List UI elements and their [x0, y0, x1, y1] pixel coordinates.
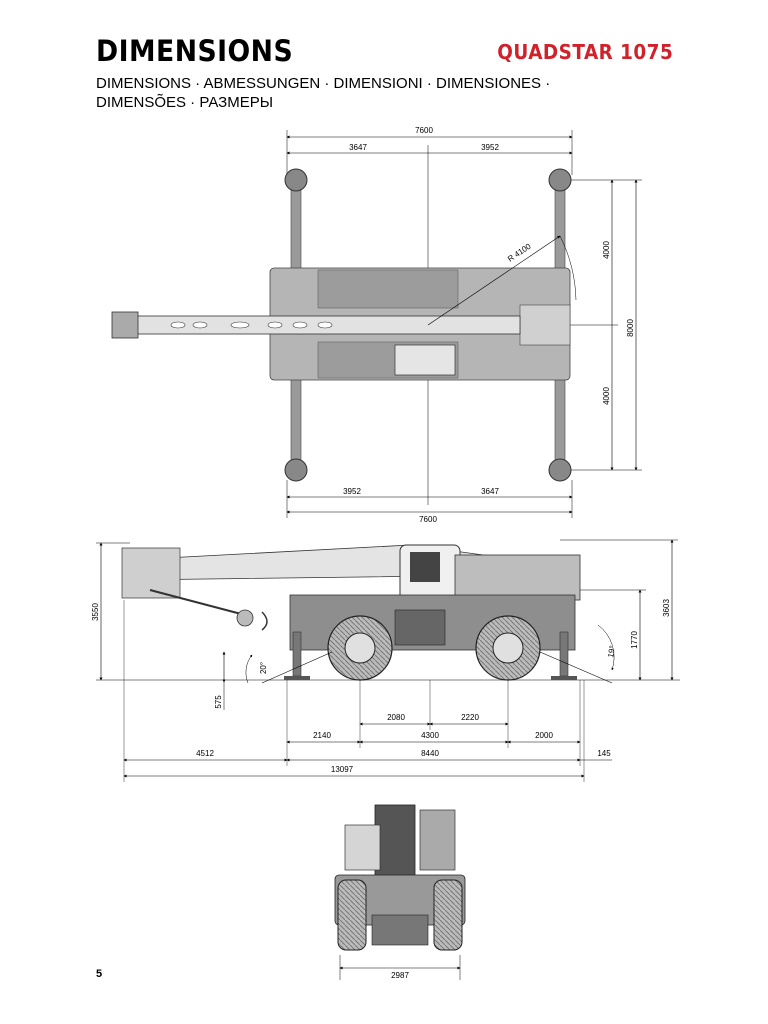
dim-bottom-right: 3647: [481, 487, 499, 496]
dim-angle-front: 20°: [259, 662, 268, 674]
dim-8440: 8440: [421, 749, 439, 758]
dim-front-width: 2987: [391, 971, 409, 980]
dim-2000: 2000: [535, 731, 553, 740]
dim-total-length: 13097: [331, 765, 354, 774]
dim-radius: R 4100: [506, 241, 533, 263]
dim-side-height-right: 3603: [662, 599, 671, 617]
dim-total-height: 8000: [626, 319, 635, 337]
model-name: QUADSTAR 1075: [497, 40, 673, 64]
dim-half-lower: 4000: [602, 387, 611, 405]
dim-top-total: 7600: [415, 126, 433, 135]
dim-145: 145: [597, 749, 611, 758]
dim-bottom-total: 7600: [419, 515, 437, 524]
dim-side-height-left: 3550: [91, 603, 100, 621]
dim-top-left: 3647: [349, 143, 367, 152]
dim-4512: 4512: [196, 749, 214, 758]
page-title: DIMENSIONS: [96, 34, 294, 68]
dim-half-upper: 4000: [602, 241, 611, 259]
dim-bottom-left: 3952: [343, 487, 361, 496]
dim-2140: 2140: [313, 731, 331, 740]
side-view: 3550 3603 1770 20°: [91, 539, 680, 782]
dim-2080: 2080: [387, 713, 405, 722]
top-view: 7600 3647 3952 4000 4000 8000: [111, 126, 642, 524]
dim-rear-height: 1770: [630, 631, 639, 649]
page-subtitle: DIMENSIONS · ABMESSUNGEN · DIMENSIONI · …: [96, 75, 551, 111]
dim-angle-rear: 19°: [606, 645, 617, 658]
page-number: 5: [96, 968, 103, 980]
front-view: 2987: [334, 804, 466, 980]
dim-ground-clearance: 575: [214, 695, 223, 709]
dim-2220: 2220: [461, 713, 479, 722]
dim-4300: 4300: [421, 731, 439, 740]
dim-top-right: 3952: [481, 143, 499, 152]
